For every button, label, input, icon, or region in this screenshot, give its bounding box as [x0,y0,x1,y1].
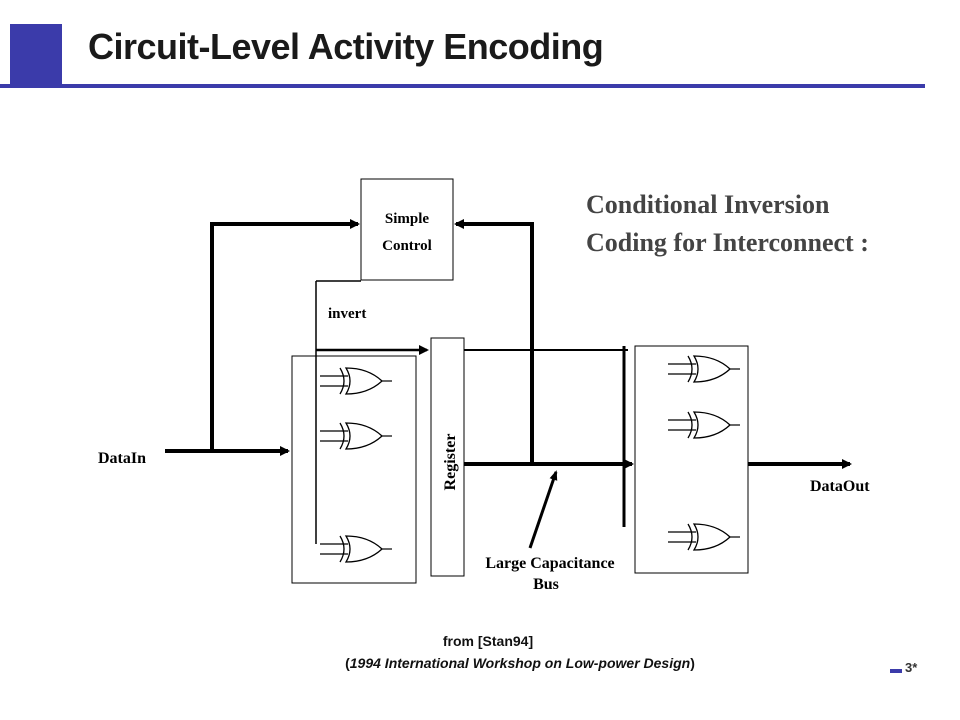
invert-label: invert [328,306,366,322]
encoder-xor-gate [319,367,393,395]
datain-label: DataIn [98,450,146,467]
simple-control-block [360,178,454,281]
heading-line2: Coding for Interconnect : [586,228,869,257]
decoder-xor-bank [634,345,749,574]
encoder-xor-bank [291,355,417,584]
bus-pointer-arrow [528,470,558,549]
title-underline [0,84,925,88]
bus-label-line1: Large Capacitance [485,555,614,572]
encoder-xor-gate [319,422,393,450]
page-number: 3* [905,660,918,675]
slide-title: Circuit-Level Activity Encoding [88,26,604,67]
page-number-marker [890,669,902,673]
citation-paren-close: ) [690,655,695,671]
dataout-label: DataOut [810,478,870,495]
citation-source: from [Stan94] [442,633,534,649]
citation-paren-open: ( [345,655,350,671]
title-accent-square [10,24,62,86]
heading-line1: Conditional Inversion [586,190,830,219]
diagram-heading: Conditional Inversion Coding for Interco… [586,186,926,262]
control-label-line1: Simple [385,211,430,227]
encoder-xor-gate [319,535,393,563]
decoder-xor-gate [667,355,741,383]
datain-to-control-wire [210,219,360,451]
citation-venue: (1994 International Workshop on Low-powe… [40,655,960,671]
bus-feedback-wire [454,219,534,464]
register-block [430,337,465,577]
control-label-line2: Control [382,238,432,254]
bus-label-line2: Bus [533,576,559,593]
decoder-xor-gate [667,523,741,551]
register-label: Register [442,434,459,491]
citation-venue-text: 1994 International Workshop on Low-power… [349,655,691,671]
decoder-xor-gate [667,411,741,439]
